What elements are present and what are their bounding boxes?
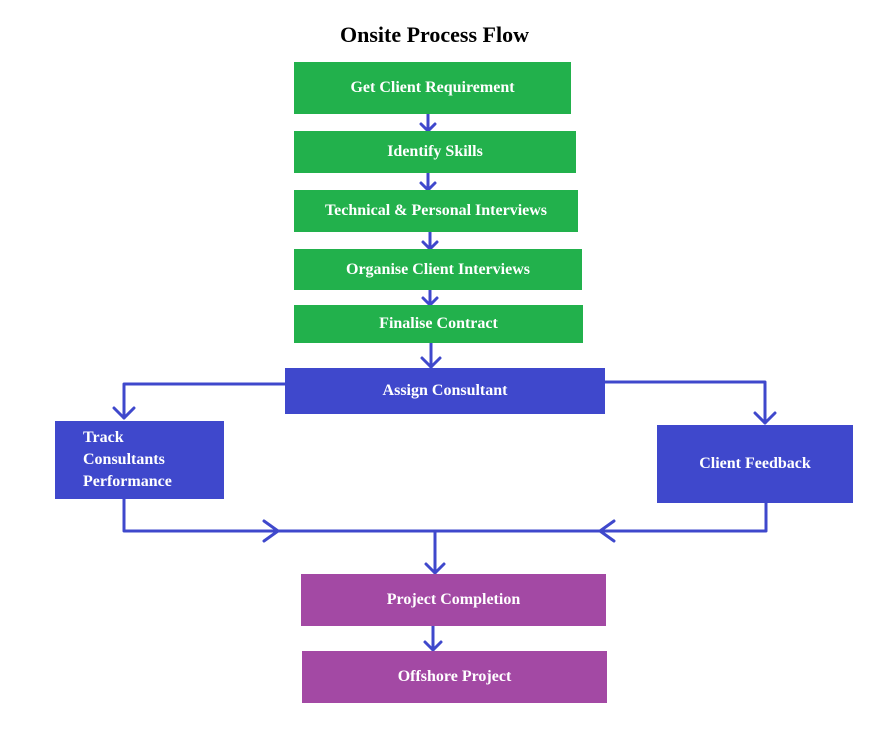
node-client-feedback: Client Feedback — [657, 425, 853, 503]
edge-completion-to-offshore — [423, 624, 443, 652]
node-assign-consultant: Assign Consultant — [285, 368, 605, 414]
diagram-title: Onsite Process Flow — [339, 22, 529, 47]
edge-organise-to-finalise — [421, 288, 439, 307]
node-technical-personal-interviews: Technical & Personal Interviews — [294, 190, 578, 232]
node-finalise-contract: Finalise Contract — [294, 305, 583, 343]
edge-assign-to-track — [112, 382, 287, 420]
edge-merge-to-completion — [424, 529, 446, 575]
node-get-client-requirement: Get Client Requirement — [294, 62, 571, 114]
node-track-consultants-performance: Track Consultants Performance — [55, 421, 224, 499]
edge-requirement-to-skills — [419, 112, 437, 133]
node-label: Finalise Contract — [379, 315, 498, 332]
node-label: Project Completion — [386, 591, 521, 608]
node-label: Offshore Project — [397, 668, 512, 685]
node-offshore-project: Offshore Project — [302, 651, 607, 703]
edge-assign-to-feedback — [603, 380, 777, 425]
node-label: Get Client Requirement — [350, 79, 515, 96]
node-label: Identify Skills — [387, 143, 483, 160]
edge-track-to-merge — [122, 497, 437, 543]
node-label: Client Feedback — [699, 455, 811, 472]
edge-finalise-to-assign — [420, 341, 442, 370]
node-label: Track Consultants Performance — [83, 429, 172, 490]
node-identify-skills: Identify Skills — [294, 131, 576, 173]
node-label: Technical & Personal Interviews — [324, 202, 548, 219]
edge-feedback-to-merge — [433, 501, 768, 543]
node-project-completion: Project Completion — [301, 574, 606, 626]
node-label: Assign Consultant — [382, 382, 508, 399]
edge-skills-to-interviews — [419, 171, 437, 192]
node-organise-client-interviews: Organise Client Interviews — [294, 249, 582, 290]
edge-interviews-to-organise — [421, 230, 439, 251]
node-label: Organise Client Interviews — [346, 260, 530, 278]
